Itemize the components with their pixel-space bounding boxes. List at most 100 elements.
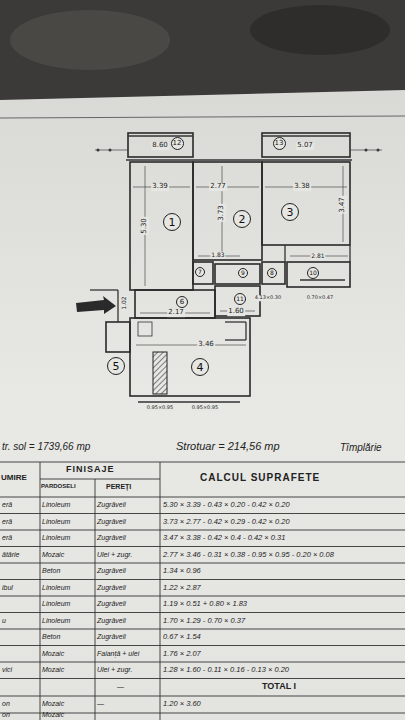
header-text: PEREȚI xyxy=(106,483,131,491)
dimension-label: 0.95×0.95 xyxy=(146,405,174,411)
table-cell: ibul xyxy=(2,584,13,592)
table-rule xyxy=(0,462,405,463)
table-cell: Zugrăveli xyxy=(97,633,126,641)
table-cell: eră xyxy=(2,518,12,526)
plan-line xyxy=(300,279,345,280)
table-cell: 1.34 × 0.96 xyxy=(163,567,201,575)
table-cell: Ulei + zugr. xyxy=(97,551,132,559)
plan-line xyxy=(126,159,352,160)
table-rule xyxy=(0,546,405,547)
callout-text: 13 xyxy=(275,140,284,147)
room-4-wall xyxy=(130,318,250,396)
callout-number: 7 xyxy=(195,267,205,277)
table-cell: Linoleum xyxy=(42,600,70,608)
table-rule xyxy=(0,530,405,531)
callout-number: 13 xyxy=(273,137,286,150)
dimension-label: 3.73 xyxy=(218,204,226,222)
header-text: tr. sol = 1739,66 mp xyxy=(2,441,90,452)
table-cell: 1.76 × 2.07 xyxy=(163,650,201,658)
table-cell: eră xyxy=(2,534,12,542)
table-cell: 1.28 × 1.60 - 0.11 × 0.16 - 0.13 × 0.20 xyxy=(163,666,289,674)
table-cell: ătărie xyxy=(2,551,20,559)
callout-number: 2 xyxy=(233,210,251,228)
callout-text: 8 xyxy=(270,270,274,276)
carpet-shade xyxy=(10,10,170,70)
table-rule xyxy=(0,563,405,564)
table-cell: Mozaic xyxy=(42,711,64,719)
table-rule xyxy=(0,497,405,498)
room-1-wall xyxy=(130,162,193,290)
header-text: Strotuar = 214,56 mp xyxy=(176,440,280,452)
plan-line xyxy=(196,187,259,188)
callout-text: 1 xyxy=(169,217,176,228)
table-cell: — xyxy=(117,683,124,691)
plan-line xyxy=(90,289,118,290)
table-rule xyxy=(0,513,405,514)
table-rule xyxy=(0,662,405,663)
room-2-wall xyxy=(193,162,262,260)
table-cell: 2.77 × 3.46 - 0.31 × 0.38 - 0.95 × 0.95 … xyxy=(163,551,334,559)
table-cell: 3.73 × 2.77 - 0.42 × 0.29 - 0.42 × 0.20 xyxy=(163,518,290,526)
table-cell: on xyxy=(2,711,10,719)
table-rule xyxy=(0,629,405,630)
table-cell: on xyxy=(2,700,10,708)
dimension-label: 5.07 xyxy=(296,142,314,150)
dimension-label: 2.81 xyxy=(310,253,325,260)
header-text: PARDOSELI xyxy=(41,483,76,490)
table-cell: 1.20 × 3.60 xyxy=(163,700,201,708)
plan-line xyxy=(245,322,246,340)
table-rule xyxy=(40,479,160,480)
plan-line xyxy=(136,345,246,346)
entrance-arrow xyxy=(76,296,116,314)
callout-text: 3 xyxy=(287,207,294,218)
room-5-wall xyxy=(106,322,130,352)
dimension-label: 1.83 xyxy=(210,252,225,259)
table-cell: u xyxy=(2,617,6,625)
table-cell: Zugrăveli xyxy=(97,567,126,575)
dimension-label: 3.39 xyxy=(151,183,169,191)
dimension-label: 5.30 xyxy=(141,217,149,235)
dimension-label: 4.13×0.30 xyxy=(254,295,282,301)
callout-number: 4 xyxy=(191,358,209,376)
dimension-label: 8.60 xyxy=(151,142,169,150)
table-rule xyxy=(0,696,405,697)
table-cell: Mozaic xyxy=(42,666,64,674)
table-cell: Linoleum xyxy=(42,501,70,509)
table-cell: 1.70 × 1.29 - 0.70 × 0.37 xyxy=(163,617,245,625)
dimension-label: 2.17 xyxy=(167,309,185,317)
window-leader xyxy=(95,150,128,151)
table-cell: Linoleum xyxy=(42,518,70,526)
table-cell: Mozaic xyxy=(42,551,64,559)
table-cell: — xyxy=(97,700,104,708)
paper-sheet xyxy=(0,90,405,720)
dimension-label: 3.38 xyxy=(293,183,311,191)
table-cell: Faianță + ulei xyxy=(97,650,139,658)
callout-number: 8 xyxy=(267,268,277,278)
callout-number: 10 xyxy=(307,267,319,279)
callout-text: 11 xyxy=(236,296,244,302)
table-cell: Zugrăveli xyxy=(97,584,126,592)
window-leader xyxy=(350,150,382,151)
room-10-wall xyxy=(287,262,350,287)
table-cell: Beton xyxy=(42,633,60,641)
balcony-12-wall xyxy=(128,133,193,157)
dimension-label: 3.46 xyxy=(197,341,215,349)
table-cell: Zugrăveli xyxy=(97,534,126,542)
table-rule xyxy=(0,645,405,646)
plan-line xyxy=(225,339,246,340)
carpet-shade xyxy=(250,5,390,55)
room-11-wall xyxy=(215,286,260,316)
header-text: FINISAJE xyxy=(66,465,115,475)
table-cell: TOTAL I xyxy=(262,682,296,692)
balcony-13-wall xyxy=(262,133,350,157)
table-cell: Zugrăveli xyxy=(97,617,126,625)
table-rule xyxy=(0,612,405,613)
table-rule xyxy=(95,479,96,720)
plan-line xyxy=(138,401,240,402)
header-text: CALCUL SUPRAFETE xyxy=(200,472,320,483)
dimension-label: 3.47 xyxy=(339,196,347,214)
room-9-wall xyxy=(215,264,260,284)
table-cell: Beton xyxy=(42,567,60,575)
callout-text: 2 xyxy=(239,214,246,225)
table-rule xyxy=(160,462,161,720)
